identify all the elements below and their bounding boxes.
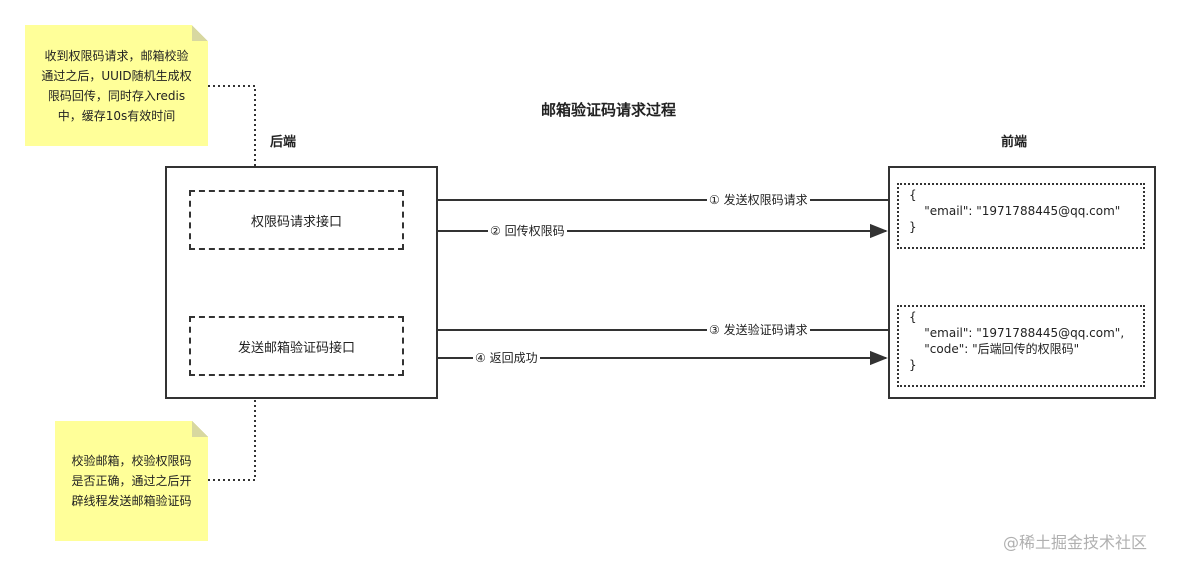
email-api-label: 发送邮箱验证码接口: [237, 340, 355, 356]
request2-line: {: [909, 310, 917, 324]
note-fold-corner: [192, 421, 208, 437]
top-note-connector: [208, 85, 256, 190]
arrow-step1-label: ① 发送权限码请求: [707, 191, 810, 208]
top-note-line: 通过之后，UUID随机生成权: [41, 68, 192, 83]
arrow-step3-label: ③ 发送验证码请求: [707, 321, 810, 338]
bottom-note-line: 校验邮箱，校验权限码: [71, 454, 192, 468]
request1-line: }: [909, 220, 917, 234]
arrow-step4-label: ④ 返回成功: [473, 349, 540, 366]
arrow-step2-label: ② 回传权限码: [488, 222, 567, 239]
bottom-note-connector: [208, 376, 256, 481]
request1-line: "email": "1971788445@qq.com": [909, 204, 1121, 218]
top-note-line: 中，缓存10s有效时间: [57, 108, 176, 123]
top-note-line: 收到权限码请求，邮箱校验: [44, 48, 189, 63]
diagram-title: 邮箱验证码请求过程: [541, 101, 677, 119]
frontend-heading: 前端: [1001, 135, 1028, 150]
permission-api-label: 权限码请求接口: [250, 214, 342, 230]
bottom-note-line: 辟线程发送邮箱验证码: [71, 494, 192, 508]
watermark: @稀土掘金技术社区: [1003, 533, 1148, 552]
request2-line: }: [909, 358, 917, 372]
top-note-line: 限码回传，同时存入redis: [47, 88, 186, 103]
permission-api-box: 权限码请求接口: [189, 190, 404, 250]
email-api-box: 发送邮箱验证码接口: [189, 316, 404, 376]
request1-line: {: [909, 188, 917, 202]
top-note: 收到权限码请求，邮箱校验 通过之后，UUID随机生成权 限码回传，同时存入red…: [25, 25, 208, 146]
request2-line: "code": "后端回传的权限码": [909, 342, 1080, 356]
backend-heading: 后端: [270, 135, 297, 150]
bottom-note: 校验邮箱，校验权限码 是否正确，通过之后开 辟线程发送邮箱验证码: [55, 421, 208, 541]
request1-box: { "email": "1971788445@qq.com" }: [897, 183, 1145, 249]
request2-box: { "email": "1971788445@qq.com", "code": …: [897, 305, 1145, 387]
request2-line: "email": "1971788445@qq.com",: [909, 326, 1125, 340]
bottom-note-line: 是否正确，通过之后开: [71, 474, 192, 488]
note-fold-corner: [192, 25, 208, 41]
